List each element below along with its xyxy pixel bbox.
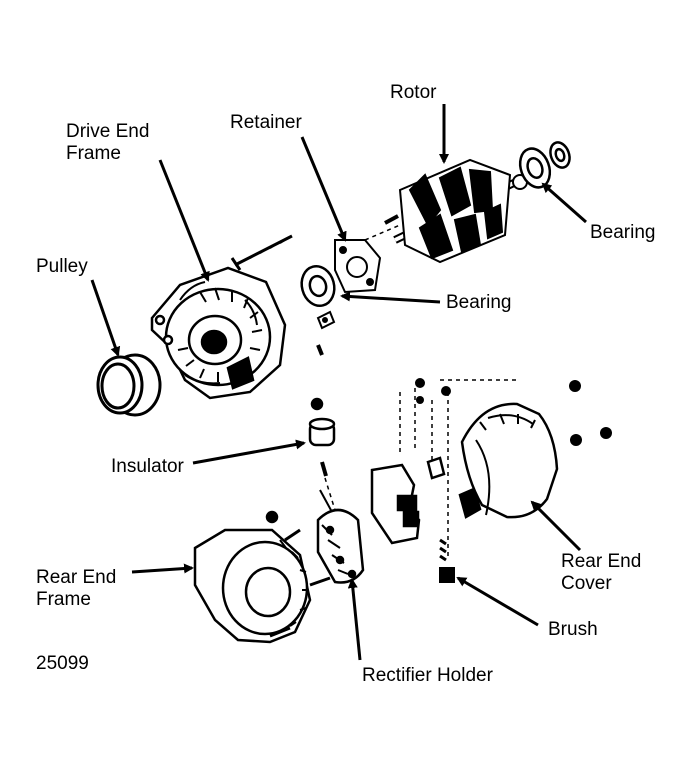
retainer-leader — [300, 136, 347, 242]
label-rear-end-frame-line1: Rear End — [36, 567, 117, 588]
figure-number: 25099 — [36, 653, 89, 674]
bearing-mid-leader — [340, 291, 441, 304]
label-bearing-top: Bearing — [590, 222, 656, 243]
pulley-leader — [90, 279, 121, 357]
label-pulley: Pulley — [36, 256, 88, 277]
rear-end-cover-part — [460, 402, 559, 519]
rear-cover-guides — [399, 379, 520, 560]
drive-bearing-part — [300, 264, 336, 308]
drive-end-fasteners — [316, 310, 336, 356]
brush-part — [439, 538, 455, 583]
bearing-top-leader — [541, 182, 587, 224]
label-rear-end-frame: Rear End Frame — [36, 567, 116, 611]
label-bearing-mid: Bearing — [446, 292, 512, 313]
rear-end-frame-part — [193, 510, 331, 644]
drive-end-frame-leader — [158, 159, 210, 282]
rotor-part — [393, 158, 528, 264]
leader-arrows — [90, 104, 587, 661]
through-bolt-part — [230, 234, 293, 271]
label-rectifier-holder: Rectifier Holder — [362, 665, 493, 686]
insulator-guide — [324, 477, 336, 511]
label-drive-end-frame-line2: Frame — [66, 143, 121, 164]
drive-end-frame-part — [150, 266, 287, 400]
rear-end-frame-leader — [131, 563, 194, 574]
rotor-bearing-part — [518, 141, 571, 189]
label-rear-end-cover: Rear End Cover — [561, 551, 641, 595]
insulator-part — [308, 397, 336, 477]
label-brush: Brush — [548, 619, 598, 640]
label-insulator: Insulator — [111, 456, 184, 477]
rectifier-holder-leader — [347, 578, 362, 661]
label-drive-end-frame-line1: Drive End — [66, 121, 150, 142]
insulator-leader — [192, 439, 306, 465]
label-retainer: Retainer — [230, 112, 302, 133]
rear-end-cover-leader — [530, 500, 582, 552]
retainer-part — [334, 214, 401, 294]
label-rotor: Rotor — [390, 82, 437, 103]
label-drive-end-frame: Drive End Frame — [66, 121, 149, 165]
brush-holder-part — [370, 456, 482, 545]
label-rear-end-cover-line2: Cover — [561, 573, 612, 594]
rectifier-holder-part — [316, 489, 365, 584]
rear-cover-screws — [415, 378, 612, 446]
label-rear-end-cover-line1: Rear End — [561, 551, 642, 572]
label-rear-end-frame-line2: Frame — [36, 589, 91, 610]
brush-leader — [456, 576, 539, 627]
pulley-part — [96, 353, 162, 417]
